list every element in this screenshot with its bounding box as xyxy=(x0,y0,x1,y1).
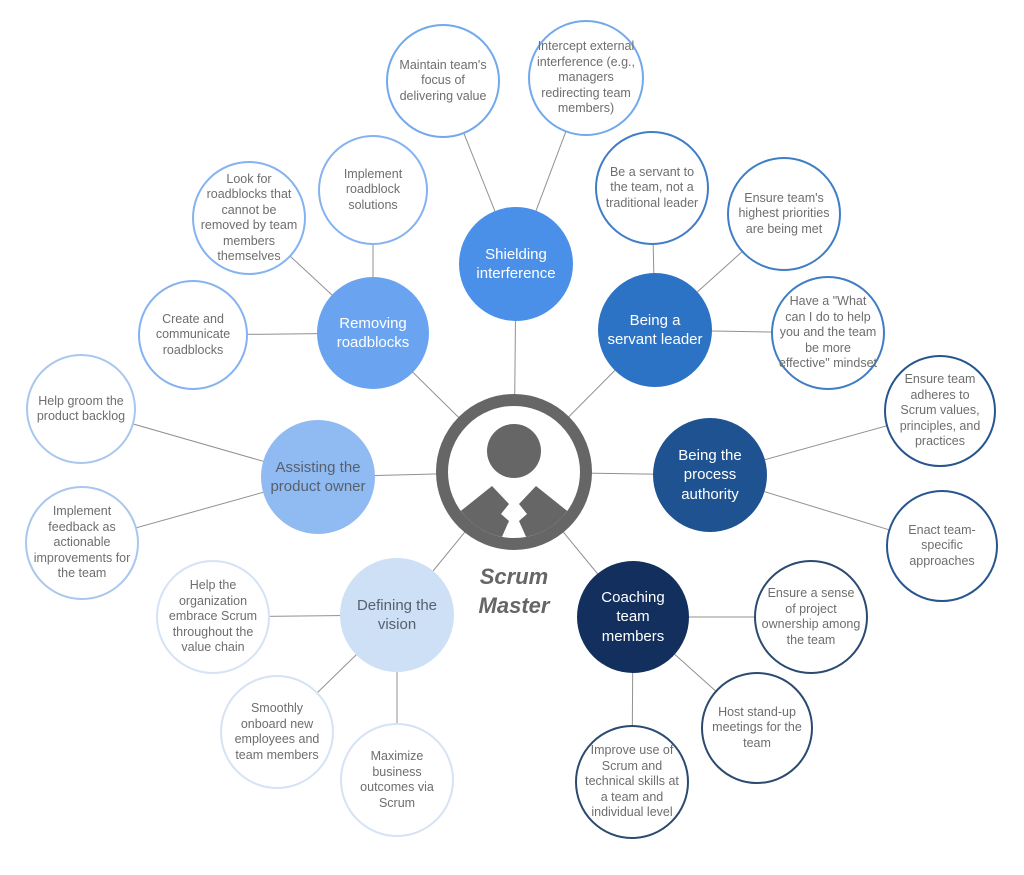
satellite-node-label: Help the organization embrace Scrum thro… xyxy=(168,578,258,655)
center-hub xyxy=(434,392,594,557)
satellite-node: Smoothly onboard new employees and team … xyxy=(220,675,334,789)
branch-defining-the-vision: Defining the vision xyxy=(340,558,454,672)
satellite-node: Implement feedback as actionable improve… xyxy=(25,486,139,600)
branch-being-the-process-authority-label: Being the process authority xyxy=(678,447,742,503)
satellite-node-label: Look for roadblocks that cannot be remov… xyxy=(200,171,298,264)
satellite-node-label: Maximize business outcomes via Scrum xyxy=(360,749,434,810)
satellite-node: Create and communicate roadblocks xyxy=(138,280,248,390)
satellite-node: Implement roadblock solutions xyxy=(318,135,428,245)
satellite-node: Ensure team's highest priorities are bei… xyxy=(727,157,841,271)
branch-removing-roadblocks: Removing roadblocks xyxy=(317,277,429,389)
satellite-node-label: Intercept external interference (e.g., m… xyxy=(537,39,635,116)
satellite-node-label: Improve use of Scrum and technical skill… xyxy=(585,743,679,820)
satellite-node: Maintain team's focus of delivering valu… xyxy=(386,24,500,138)
branch-being-the-process-authority: Being the process authority xyxy=(653,418,767,532)
satellite-node: Ensure a sense of project ownership amon… xyxy=(754,560,868,674)
branch-assisting-the-product-owner-label: Assisting the product owner xyxy=(270,458,366,495)
satellite-node: Maximize business outcomes via Scrum xyxy=(340,723,454,837)
satellite-node: Have a "What can I do to help you and th… xyxy=(771,276,885,390)
branch-shielding-interference: Shielding interference xyxy=(459,207,573,321)
branch-being-a-servant-leader: Being a servant leader xyxy=(598,273,712,387)
satellite-node: Help the organization embrace Scrum thro… xyxy=(156,560,270,674)
satellite-node-label: Implement roadblock solutions xyxy=(343,166,403,212)
center-title: Scrum Master xyxy=(478,564,550,619)
satellite-node: Look for roadblocks that cannot be remov… xyxy=(192,161,306,275)
satellite-node-label: Help groom the product backlog xyxy=(36,393,126,424)
branch-assisting-the-product-owner: Assisting the product owner xyxy=(261,420,375,534)
satellite-node: Enact team-specific approaches xyxy=(886,490,998,602)
satellite-node-label: Ensure a sense of project ownership amon… xyxy=(761,586,861,647)
satellite-node: Be a servant to the team, not a traditio… xyxy=(595,131,709,245)
satellite-node: Ensure team adheres to Scrum values, pri… xyxy=(884,355,996,467)
satellite-node-label: Be a servant to the team, not a traditio… xyxy=(605,164,699,210)
branch-coaching-team-members: Coaching team members xyxy=(577,561,689,673)
satellite-node-label: Enact team-specific approaches xyxy=(908,522,976,568)
satellite-node: Intercept external interference (e.g., m… xyxy=(528,20,644,136)
satellite-node-label: Ensure team's highest priorities are bei… xyxy=(738,190,830,236)
satellite-node: Improve use of Scrum and technical skill… xyxy=(575,725,689,839)
satellite-node-label: Host stand-up meetings for the team xyxy=(712,704,802,750)
branch-removing-roadblocks-label: Removing roadblocks xyxy=(336,314,410,351)
satellite-node-label: Implement feedback as actionable improve… xyxy=(33,504,131,581)
person-avatar-icon xyxy=(436,394,592,550)
satellite-node-label: Maintain team's focus of delivering valu… xyxy=(399,57,487,103)
branch-coaching-team-members-label: Coaching team members xyxy=(601,589,665,645)
branch-defining-the-vision-label: Defining the vision xyxy=(356,596,438,633)
satellite-node-label: Ensure team adheres to Scrum values, pri… xyxy=(899,372,981,449)
branch-shielding-interference-label: Shielding interference xyxy=(476,245,556,282)
satellite-node-label: Have a "What can I do to help you and th… xyxy=(778,294,877,371)
satellite-node-label: Create and communicate roadblocks xyxy=(155,311,231,357)
satellite-node: Host stand-up meetings for the team xyxy=(701,672,813,784)
satellite-node: Help groom the product backlog xyxy=(26,354,136,464)
branch-being-a-servant-leader-label: Being a servant leader xyxy=(607,311,703,348)
satellite-node-label: Smoothly onboard new employees and team … xyxy=(234,701,320,762)
